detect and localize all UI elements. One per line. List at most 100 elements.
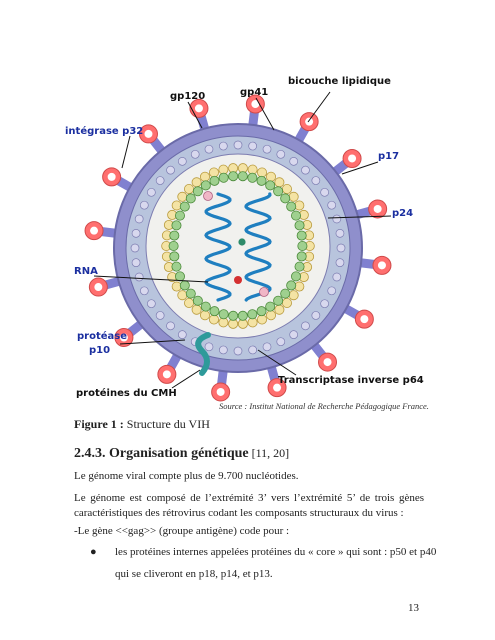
section-title: 2.4.3. Organisation génétique xyxy=(74,446,249,461)
p24-capsid-bead xyxy=(200,301,211,312)
p24-capsid-bead xyxy=(247,172,258,183)
p17-bead xyxy=(204,342,214,352)
p24-capsid-bead xyxy=(266,310,277,321)
label-rna: RNA xyxy=(74,266,98,277)
p24-capsid-bead xyxy=(274,177,285,188)
p24-capsid-bead xyxy=(286,201,297,212)
p24-capsid-bead xyxy=(171,261,182,272)
p17-bead xyxy=(335,258,345,268)
p24-capsid-bead xyxy=(297,240,308,251)
p17-bead xyxy=(301,165,310,175)
p17-bead xyxy=(327,200,337,210)
p24-capsid-bead xyxy=(266,171,277,182)
pointer-line xyxy=(307,91,331,123)
p24-capsid-bead xyxy=(288,290,299,301)
p24-capsid-bead xyxy=(294,200,305,211)
p24-capsid-bead xyxy=(199,310,210,321)
section-refs: [11, 20] xyxy=(248,446,290,460)
p24-capsid-bead xyxy=(191,304,202,315)
p17-bead xyxy=(320,187,329,197)
p24-capsid-bead xyxy=(296,230,307,241)
p17-bead xyxy=(190,149,200,159)
p17-bead xyxy=(332,214,342,224)
p24-capsid-bead xyxy=(280,193,291,204)
gp120-cap-center xyxy=(348,154,357,163)
p17-bead xyxy=(139,200,149,210)
p17-bead xyxy=(262,144,272,154)
p24-capsid-bead xyxy=(168,240,179,251)
p24-capsid-bead xyxy=(273,186,284,197)
figure-caption: Figure 1 : Structure du VIH xyxy=(74,417,210,432)
bullet-dot-icon: ● xyxy=(90,546,97,558)
p24-capsid-bead xyxy=(199,171,210,182)
p24-capsid-bead xyxy=(291,210,302,221)
p17-bead xyxy=(218,141,228,151)
p24-capsid-bead xyxy=(208,314,219,325)
section-heading: 2.4.3. Organisation génétique [11, 20] xyxy=(74,446,289,462)
p17-bead xyxy=(218,345,228,355)
p24-capsid-bead xyxy=(296,251,307,262)
p17-bead xyxy=(155,176,165,185)
p24-capsid-bead xyxy=(208,167,219,178)
p24-capsid-bead xyxy=(169,251,180,262)
p17-bead xyxy=(336,243,346,253)
page-number: 13 xyxy=(408,602,419,614)
gp120-cap-center xyxy=(162,370,171,379)
virus-diagram xyxy=(84,91,392,402)
p24-capsid-bead xyxy=(256,306,267,317)
p17-bead xyxy=(131,228,141,238)
gp120-cap-center xyxy=(373,204,382,213)
p24-capsid-bead xyxy=(185,288,196,299)
p24-capsid-bead xyxy=(294,220,305,231)
pointer-line xyxy=(119,339,186,345)
p24-capsid-bead xyxy=(257,314,268,325)
p17-bead xyxy=(166,165,175,175)
bullet-line-2: qui se cliveront en p18, p14, et p13. xyxy=(115,568,273,580)
p17-bead xyxy=(134,214,144,224)
gp120-cap-center xyxy=(323,358,332,367)
caption-text: Structure du VIH xyxy=(123,417,210,431)
p24-capsid-bead xyxy=(200,180,211,191)
p24-capsid-bead xyxy=(237,171,248,182)
pointer-line xyxy=(341,161,379,175)
paragraph-genome-line2: caractéristiques des rétrovirus codant l… xyxy=(74,507,404,519)
p24-capsid-bead xyxy=(169,230,180,241)
p24-capsid-bead xyxy=(265,301,276,312)
p17-bead xyxy=(327,286,337,296)
p17-bead xyxy=(301,321,310,331)
p17-bead xyxy=(289,330,299,339)
gp120-cap-center xyxy=(90,226,99,235)
p17-bead xyxy=(166,321,175,331)
pointer-line xyxy=(121,135,131,169)
p24-capsid-bead xyxy=(274,304,285,315)
p24-capsid-bead xyxy=(247,309,258,320)
label-cmh: protéines du CMH xyxy=(76,388,177,399)
label-gp120: gp120 xyxy=(170,91,206,102)
p24-capsid-bead xyxy=(209,175,220,186)
paragraph-gag-gene: -Le gène <<gag>> (groupe antigène) code … xyxy=(74,525,290,537)
p17-bead xyxy=(177,330,187,339)
p17-bead xyxy=(139,286,149,296)
p17-bead xyxy=(276,149,286,159)
p24-capsid-bead xyxy=(237,310,248,321)
p17-bead xyxy=(233,140,243,150)
p24-capsid-bead xyxy=(218,172,229,183)
p24-capsid-bead xyxy=(265,180,276,191)
p17-bead xyxy=(177,157,187,166)
figure-source: Source : Institut National de Recherche … xyxy=(219,401,429,411)
gp120-cap-center xyxy=(251,100,260,109)
pointer-line xyxy=(171,369,201,389)
caption-number: Figure 1 : xyxy=(74,417,124,431)
p24-capsid-bead xyxy=(171,200,182,211)
label-p24: p24 xyxy=(392,208,414,219)
paragraph-genome-line1: Le génome est composé de l’extrémité 3’ … xyxy=(74,492,424,504)
paragraph-genome-size: Le génome viral compte plus de 9.700 nuc… xyxy=(74,470,299,482)
p24-capsid-bead xyxy=(218,309,229,320)
p24-capsid-bead xyxy=(286,280,297,291)
gp120-cap-center xyxy=(94,283,103,292)
p24-capsid-bead xyxy=(192,295,203,306)
p24-capsid-bead xyxy=(294,261,305,272)
label-p17: p17 xyxy=(378,151,400,162)
p17-bead xyxy=(155,311,165,320)
label-bicouche-lipidique: bicouche lipidique xyxy=(288,76,391,87)
